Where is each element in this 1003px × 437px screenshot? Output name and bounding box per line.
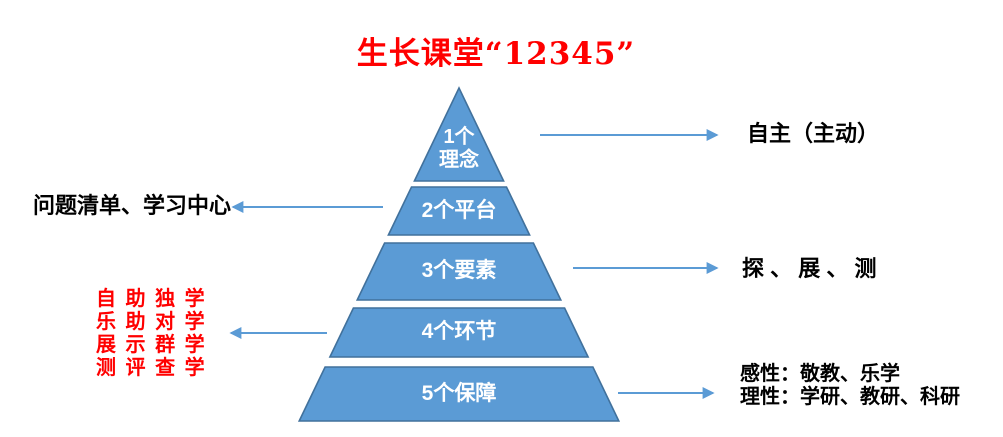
annotation-level4-line1: 自 助 独 学 [96, 288, 207, 310]
annotation-level4-line4: 测 评 查 学 [96, 357, 207, 379]
pyramid-level-3-shape [355, 242, 563, 301]
pyramid-level-2-shape [387, 186, 531, 236]
pyramid-level-4-label: 4个环节 [421, 320, 497, 343]
pyramid-level-5-label: 5个保障 [421, 382, 497, 405]
annotation-level2-platforms: 问题清单、学习中心 [33, 193, 232, 218]
annotation-level3-elements: 探 、 展 、 测 [742, 256, 877, 281]
pyramid-level-3-label: 3个要素 [421, 259, 497, 282]
pyramid-level-1-label: 1个 理念 [439, 126, 479, 171]
pyramid-level-5-shape [297, 366, 621, 422]
pyramid-level-4-shape [328, 307, 590, 358]
annotation-level5-line1: 感性：敬教、乐学 [740, 363, 900, 385]
pyramid-level-2-label: 2个平台 [421, 199, 497, 222]
annotation-level1-concept: 自主（主动） [747, 121, 880, 146]
annotation-level5-line2: 理性：学研、教研、科研 [740, 386, 960, 408]
pyramid-level-1-shape [413, 86, 505, 182]
diagram-title: 生长课堂“12345” [356, 36, 636, 72]
annotation-level4-steps: 自 助 独 学 乐 助 对 学 展 示 群 学 测 评 查 学 [96, 288, 207, 380]
annotation-level4-line3: 展 示 群 学 [96, 334, 207, 356]
annotation-level5-guarantees: 感性：敬教、乐学 理性：学研、教研、科研 [740, 363, 960, 409]
annotation-level4-line2: 乐 助 对 学 [96, 311, 207, 333]
